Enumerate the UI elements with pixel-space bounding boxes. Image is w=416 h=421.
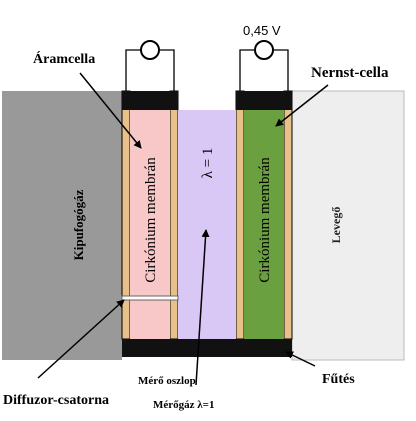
nernst-cell-label: Nernst-cella: [311, 65, 389, 81]
electrode-right-inner: [235, 90, 245, 340]
heater-bar: [122, 339, 292, 357]
electrode-left-outer: [121, 90, 131, 340]
zirconium-membrane-right: [244, 110, 284, 339]
measuring-chamber: [178, 110, 236, 339]
lambda-label: λ = 1: [200, 148, 216, 179]
arrow-diffusor: [37, 299, 125, 379]
meter-left-icon: [140, 40, 160, 60]
zirconium-membrane-left-label: Cirkónium membrán: [143, 157, 159, 283]
measuring-column-label: Mérő oszlop: [138, 375, 196, 387]
zirconium-membrane-right-label: Cirkónium membrán: [257, 157, 273, 283]
arrow-measuring-gas: [195, 229, 210, 386]
heating-label: Fűtés: [322, 372, 355, 387]
air-region: [291, 90, 405, 361]
electrode-right-outer: [283, 90, 293, 340]
top-cap-left: [122, 91, 178, 110]
arrow-heating: [285, 351, 316, 367]
measuring-gas-label: Mérőgáz λ=1: [153, 399, 214, 411]
air-label: Levegő: [329, 207, 343, 244]
exhaust-gas-region: [2, 91, 122, 360]
voltage-label: 0,45 V: [243, 23, 281, 38]
meter-right-icon: [254, 40, 274, 60]
diffusor-label: Diffuzor-csatorna: [3, 393, 109, 408]
electrode-left-inner: [169, 90, 179, 340]
current-cell-label: Áramcella: [33, 50, 95, 67]
diffusor-channel: [121, 295, 179, 301]
exhaust-gas-label: Kipufogógáz: [71, 189, 86, 260]
top-cap-right: [236, 91, 292, 110]
arrow-nernst-cell: [275, 84, 329, 127]
arrow-current-cell: [79, 72, 142, 149]
